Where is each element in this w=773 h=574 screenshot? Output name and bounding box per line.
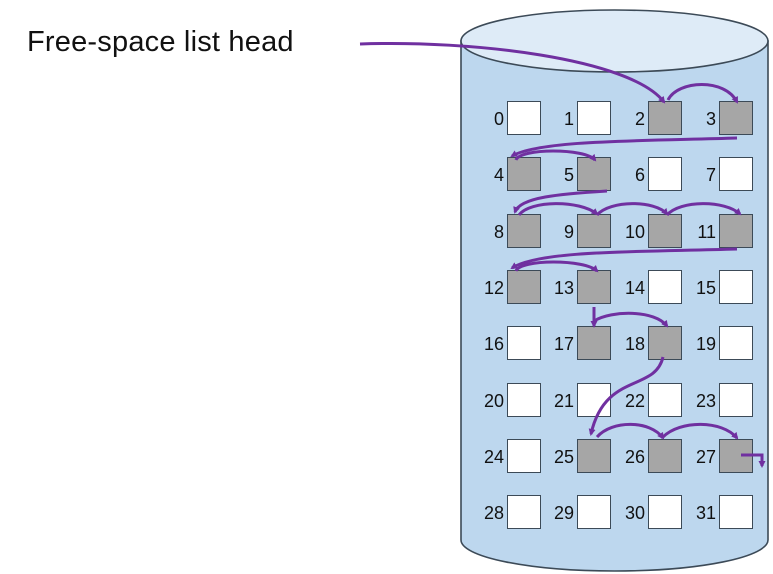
used-block-28 bbox=[507, 495, 541, 529]
used-block-0 bbox=[507, 101, 541, 135]
used-block-14 bbox=[648, 270, 682, 304]
used-block-23 bbox=[719, 383, 753, 417]
block-31-number: 31 bbox=[695, 503, 716, 523]
used-block-6 bbox=[648, 157, 682, 191]
used-block-30 bbox=[648, 495, 682, 529]
cylinder-top bbox=[460, 9, 769, 73]
block-11-number: 11 bbox=[697, 222, 716, 242]
free-block-13 bbox=[577, 270, 611, 304]
block-2-number: 2 bbox=[634, 109, 645, 129]
block-23-number: 23 bbox=[695, 391, 716, 411]
free-block-2 bbox=[648, 101, 682, 135]
block-13-number: 13 bbox=[553, 278, 574, 298]
block-4-number: 4 bbox=[493, 165, 504, 185]
used-block-21 bbox=[577, 383, 611, 417]
block-14-number: 14 bbox=[624, 278, 645, 298]
block-9-number: 9 bbox=[563, 222, 574, 242]
free-block-27 bbox=[719, 439, 753, 473]
block-20-number: 20 bbox=[483, 391, 504, 411]
block-24-number: 24 bbox=[483, 447, 504, 467]
used-block-20 bbox=[507, 383, 541, 417]
free-block-26 bbox=[648, 439, 682, 473]
block-5-number: 5 bbox=[563, 165, 574, 185]
free-block-18 bbox=[648, 326, 682, 360]
used-block-15 bbox=[719, 270, 753, 304]
block-3-number: 3 bbox=[705, 109, 716, 129]
block-8-number: 8 bbox=[493, 222, 504, 242]
free-block-5 bbox=[577, 157, 611, 191]
free-block-3 bbox=[719, 101, 753, 135]
free-block-10 bbox=[648, 214, 682, 248]
block-10-number: 10 bbox=[624, 222, 645, 242]
block-16-number: 16 bbox=[483, 334, 504, 354]
block-18-number: 18 bbox=[624, 334, 645, 354]
block-26-number: 26 bbox=[624, 447, 645, 467]
used-block-7 bbox=[719, 157, 753, 191]
used-block-22 bbox=[648, 383, 682, 417]
block-12-number: 12 bbox=[483, 278, 504, 298]
block-28-number: 28 bbox=[483, 503, 504, 523]
free-block-4 bbox=[507, 157, 541, 191]
block-6-number: 6 bbox=[634, 165, 645, 185]
used-block-1 bbox=[577, 101, 611, 135]
block-21-number: 21 bbox=[553, 391, 574, 411]
free-block-9 bbox=[577, 214, 611, 248]
used-block-19 bbox=[719, 326, 753, 360]
block-19-number: 19 bbox=[695, 334, 716, 354]
block-29-number: 29 bbox=[553, 503, 574, 523]
used-block-16 bbox=[507, 326, 541, 360]
used-block-29 bbox=[577, 495, 611, 529]
free-block-25 bbox=[577, 439, 611, 473]
free-block-11 bbox=[719, 214, 753, 248]
block-1-number: 1 bbox=[563, 109, 574, 129]
free-space-list-head-label: Free-space list head bbox=[27, 26, 294, 58]
block-27-number: 27 bbox=[695, 447, 716, 467]
block-17-number: 17 bbox=[553, 334, 574, 354]
block-22-number: 22 bbox=[624, 391, 645, 411]
block-25-number: 25 bbox=[553, 447, 574, 467]
free-block-8 bbox=[507, 214, 541, 248]
used-block-24 bbox=[507, 439, 541, 473]
block-30-number: 30 bbox=[624, 503, 645, 523]
used-block-31 bbox=[719, 495, 753, 529]
block-15-number: 15 bbox=[695, 278, 716, 298]
block-7-number: 7 bbox=[705, 165, 716, 185]
free-block-12 bbox=[507, 270, 541, 304]
free-block-17 bbox=[577, 326, 611, 360]
block-0-number: 0 bbox=[493, 109, 504, 129]
